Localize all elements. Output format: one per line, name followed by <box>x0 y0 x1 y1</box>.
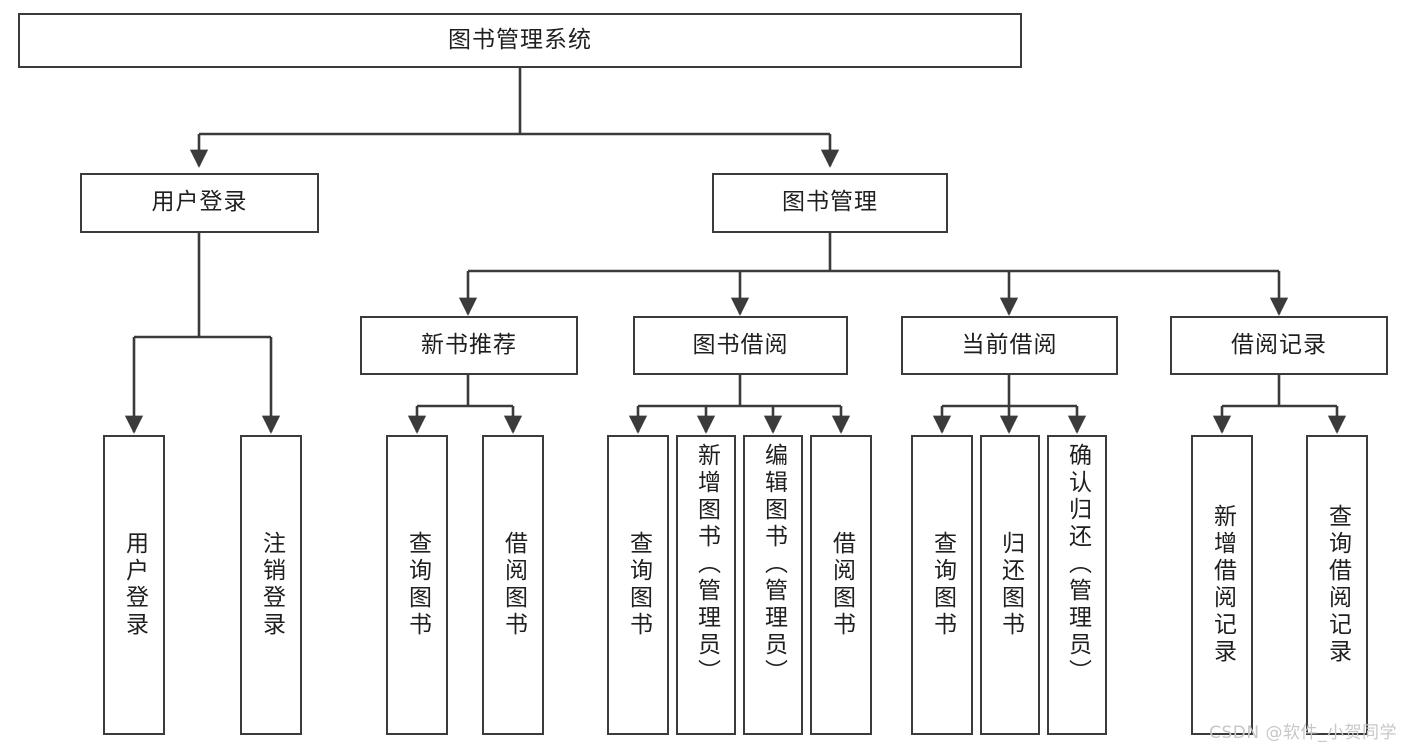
node-label: 借阅图书 <box>828 531 855 639</box>
leaf-user-login-login[interactable]: 用户登录 <box>103 435 165 735</box>
node-label: 新书推荐 <box>421 331 517 358</box>
leaf-book-borrow-add-book[interactable]: 新增图书（管理员） <box>676 435 736 735</box>
leaf-user-login-logout[interactable]: 注销登录 <box>240 435 302 735</box>
node-new-book-recommend[interactable]: 新书推荐 <box>360 316 578 375</box>
node-label: 借阅记录 <box>1231 331 1327 358</box>
node-label: 当前借阅 <box>961 331 1058 358</box>
node-label: 新增图书（管理员） <box>693 443 720 686</box>
watermark-text: CSDN @软件_小贺同学 <box>1209 723 1397 743</box>
leaf-book-borrow-borrow-book[interactable]: 借阅图书 <box>810 435 872 735</box>
node-label: 图书管理系统 <box>448 26 592 53</box>
node-label: 查询图书 <box>625 531 652 639</box>
leaf-new-book-borrow-book[interactable]: 借阅图书 <box>482 435 544 735</box>
leaf-borrow-record-query-record[interactable]: 查询借阅记录 <box>1306 435 1368 735</box>
leaf-book-borrow-edit-book[interactable]: 编辑图书（管理员） <box>743 435 803 735</box>
node-root-system[interactable]: 图书管理系统 <box>18 13 1022 68</box>
leaf-borrow-record-add-record[interactable]: 新增借阅记录 <box>1191 435 1253 735</box>
node-label: 图书借阅 <box>692 331 789 358</box>
node-book-borrow[interactable]: 图书借阅 <box>633 316 848 375</box>
node-label: 用户登录 <box>121 531 148 639</box>
leaf-book-borrow-query-book[interactable]: 查询图书 <box>607 435 669 735</box>
node-label: 用户登录 <box>151 189 248 216</box>
node-label: 图书管理 <box>782 189 878 216</box>
leaf-current-borrow-query-book[interactable]: 查询图书 <box>911 435 973 735</box>
leaf-current-borrow-return-book[interactable]: 归还图书 <box>980 435 1040 735</box>
node-label: 确认归还（管理员） <box>1064 443 1091 686</box>
node-label: 新增借阅记录 <box>1209 504 1236 666</box>
node-label: 注销登录 <box>258 531 285 639</box>
node-user-login[interactable]: 用户登录 <box>80 173 319 233</box>
node-label: 编辑图书（管理员） <box>760 443 787 686</box>
node-label: 归还图书 <box>997 531 1024 639</box>
leaf-current-borrow-confirm-return[interactable]: 确认归还（管理员） <box>1047 435 1107 735</box>
leaf-new-book-query-book[interactable]: 查询图书 <box>386 435 448 735</box>
node-label: 借阅图书 <box>500 531 527 639</box>
node-label: 查询图书 <box>404 531 431 639</box>
node-label: 查询图书 <box>929 531 956 639</box>
node-label: 查询借阅记录 <box>1324 504 1351 666</box>
node-borrow-record[interactable]: 借阅记录 <box>1170 316 1388 375</box>
node-current-borrow[interactable]: 当前借阅 <box>901 316 1118 375</box>
node-book-management[interactable]: 图书管理 <box>712 173 948 233</box>
